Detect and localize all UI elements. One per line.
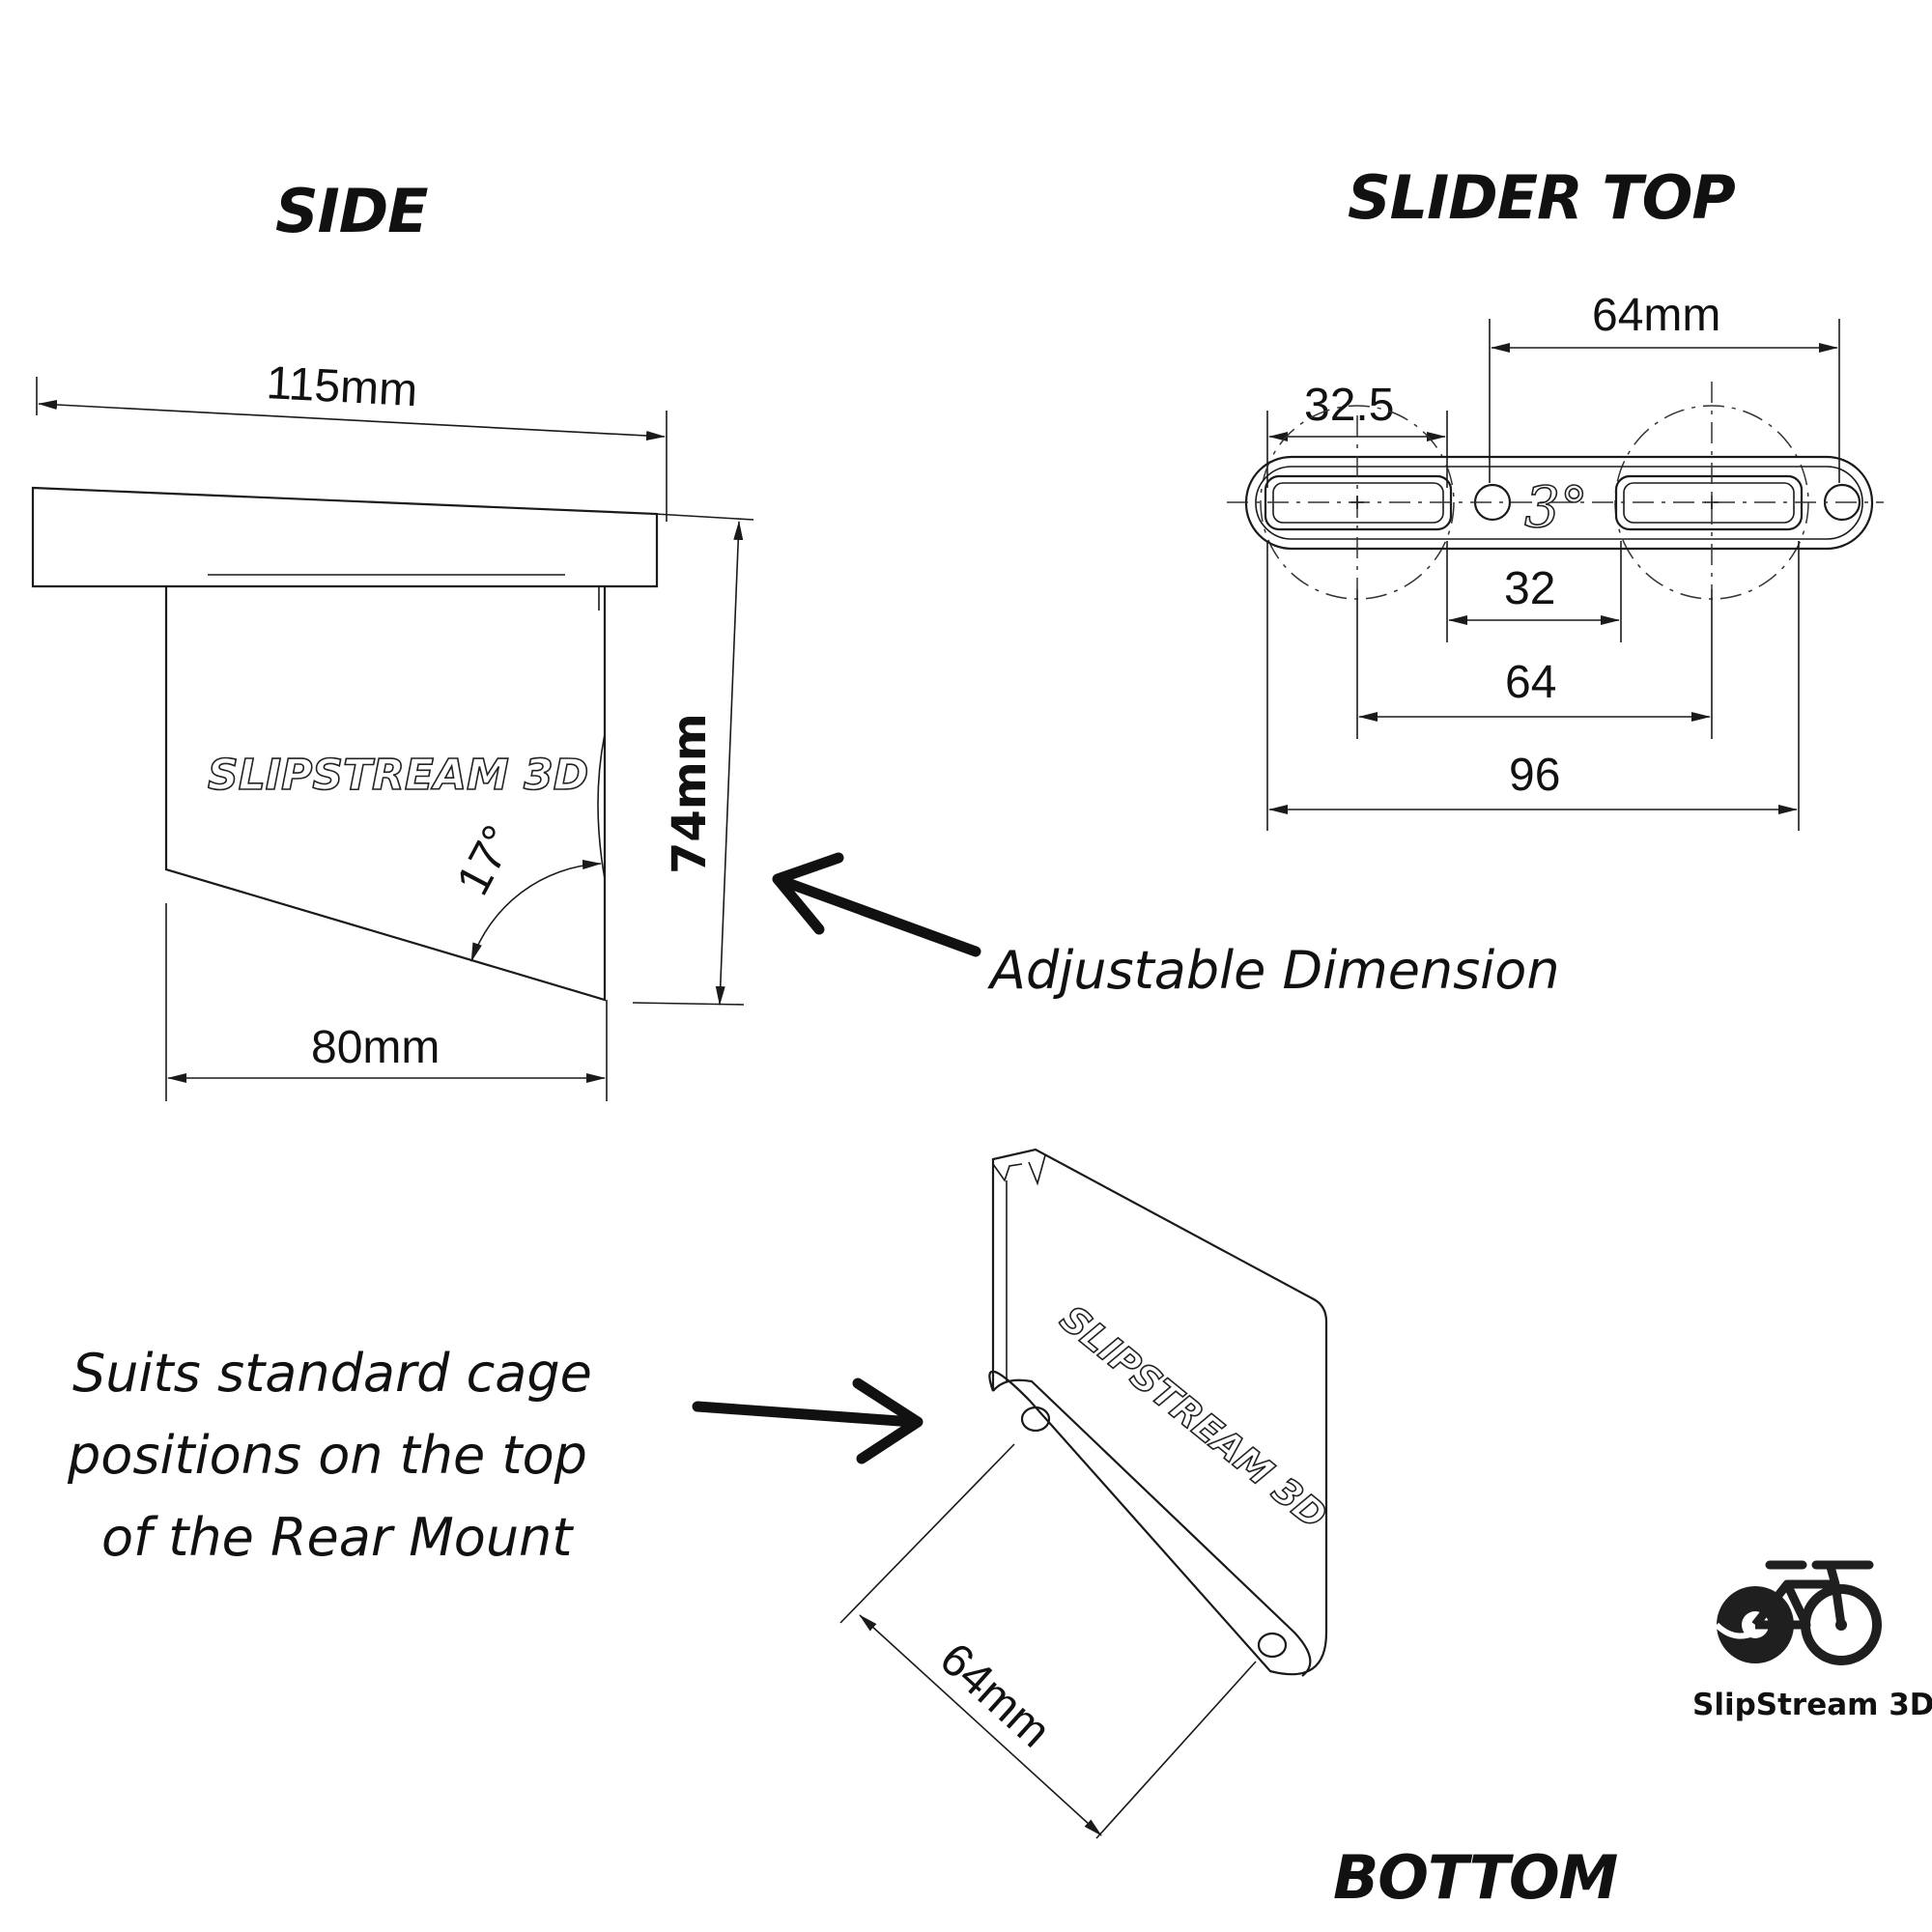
suits-annotation: Suits standard cage positions on the top… [67,1343,923,1568]
dim-line-74mm [715,521,744,1006]
bottom-view: SLIPSTREAM 3D 64mm BOTTOM [839,1148,1619,1913]
dim-line-bottom-64mm [859,1614,1102,1836]
suits-label-line1: Suits standard cage [72,1343,592,1404]
side-ext-line-height-bottom [632,1002,745,1006]
side-body-outline [164,586,607,1002]
adjustable-label: Adjustable Dimension [987,940,1560,1001]
brand-name: SlipStream 3D [1692,1688,1932,1722]
bicycle-icon [1714,1560,1882,1665]
dim-label-64: 64 [1505,657,1556,708]
bottom-hole-left [1020,1406,1051,1433]
side-title: SIDE [275,176,428,246]
bottom-notch-left [992,1163,1023,1182]
bicycle-frame [1751,1565,1846,1630]
brand-logo: SlipStream 3D [1692,1560,1932,1722]
slider-top-view: SLIDER TOP 64mm 32.5 3° [1227,162,1884,831]
angle-arc-17 [470,860,602,962]
suits-label-line2: positions on the top [67,1425,587,1486]
bottom-engraving: SLIPSTREAM 3D [1052,1297,1334,1537]
bottom-ext-line-left [839,1443,1015,1624]
slider-center-marks [1350,496,1719,509]
bottom-hole-right [1257,1632,1288,1659]
adjustable-arrow-head [772,852,844,935]
bottom-notch-right [1028,1154,1046,1186]
bottom-rail-edge [992,1378,1312,1677]
dim-line-115mm [38,400,666,440]
suits-arrow-head [852,1378,923,1464]
dim-label-74mm: 74mm [663,713,717,874]
dim-label-32-5: 32.5 [1304,380,1394,431]
bottom-plate [988,1148,1328,1676]
side-view: SIDE 115mm SLIPSTREAM 3D 17° 74mm 80mm [31,176,754,1101]
side-body-curve [597,733,606,880]
adjustable-arrow-shaft [777,875,981,957]
bottom-title: BOTTOM [1333,1842,1618,1913]
side-engraving: SLIPSTREAM 3D [208,751,588,800]
side-top-plate [31,486,659,588]
suits-label-line3: of the Rear Mount [101,1507,574,1568]
dim-label-115mm: 115mm [265,357,418,416]
dim-label-80mm: 80mm [311,1022,440,1073]
side-ext-line-height-top [654,513,754,521]
slider-top-title: SLIDER TOP [1348,162,1735,233]
slider-angle-engraving: 3° [1524,474,1588,540]
dim-label-64mm-top: 64mm [1592,290,1720,341]
bicycle-rear-swoosh [1714,1622,1757,1639]
dim-label-96: 96 [1509,750,1560,801]
adjustable-annotation: Adjustable Dimension [772,852,1560,1001]
angle-label-17: 17° [447,817,526,903]
bottom-ext-line-right [1095,1661,1257,1839]
dim-label-32: 32 [1504,563,1555,614]
suits-arrow-shaft [692,1401,919,1428]
